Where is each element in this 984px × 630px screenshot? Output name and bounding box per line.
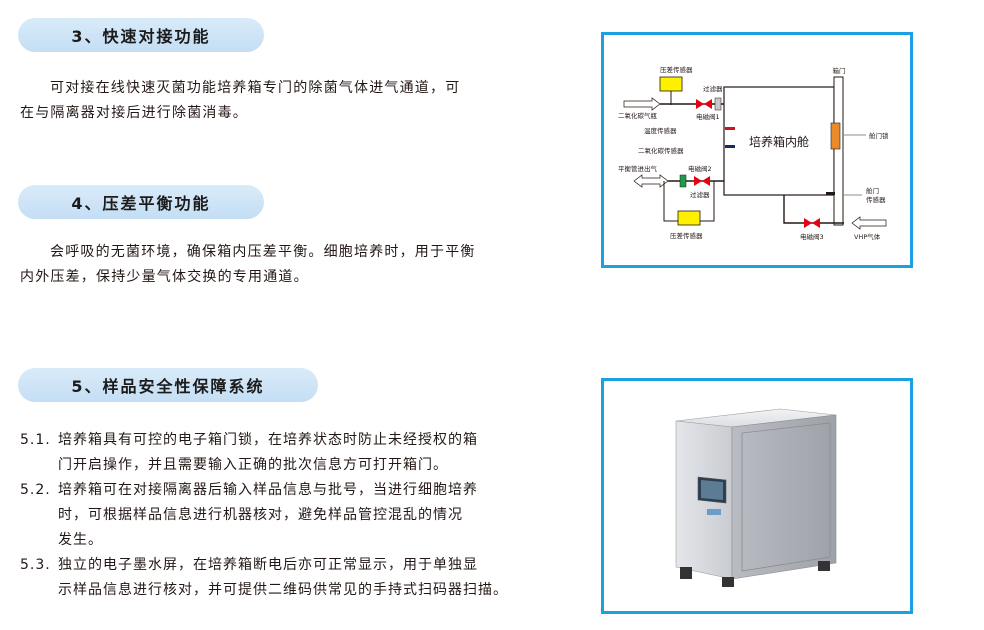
pressure-sensor-top-label: 压差传感器	[660, 65, 693, 74]
list-item: 5.3. 独立的电子墨水屏，在培养箱断电后亦可正常显示，用于单独显 示样品信息进…	[20, 553, 570, 603]
product-photo-frame	[601, 378, 913, 614]
foot-back-right	[818, 561, 830, 571]
pressure-sensor-bottom-label: 压差传感器	[670, 231, 703, 240]
status-label-icon	[707, 509, 721, 515]
door-lock-label: 舱门锁	[869, 131, 889, 140]
section-3-paragraph: 可对接在线快速灭菌功能培养箱专门的除菌气体进气通道，可 在与隔离器对接后进行除菌…	[20, 76, 570, 126]
door-lock-icon	[830, 122, 841, 150]
filter-bottom-label: 过滤器	[690, 190, 710, 199]
balance-pipe-arrow-icon	[633, 174, 669, 188]
incubator-door-seam	[741, 422, 831, 572]
temp-sensor-label: 温度传感器	[644, 126, 677, 135]
valve-3-icon	[804, 218, 820, 228]
foot-front-left	[680, 567, 692, 579]
incubator-side	[731, 414, 837, 580]
list-item-number: 5.3.	[20, 557, 51, 573]
section-3-line-2: 在与隔离器对接后进行除菌消毒。	[20, 105, 248, 121]
section-5-title: 5、样品安全性保障系统	[18, 368, 318, 402]
co2-bottle-label: 二氧化碳气瓶	[618, 111, 658, 120]
foot-front-right	[722, 577, 734, 587]
list-item-number: 5.2.	[20, 482, 51, 498]
valve-2-label: 电磁阀2	[688, 164, 712, 173]
balance-pipe-label: 平衡管进出气	[618, 164, 658, 173]
list-item-number: 5.1.	[20, 432, 51, 448]
list-item-text: 培养箱具有可控的电子箱门锁，在培养状态时防止未经授权的箱 门开启操作，并且需要输…	[58, 428, 570, 478]
list-item-line: 示样品信息进行核对，并可提供二维码供常见的手持式扫码器扫描。	[58, 582, 508, 598]
co2-sensor-label: 二氧化碳传感器	[638, 146, 684, 155]
chamber-box	[723, 86, 835, 196]
co2-sensor-icon	[725, 145, 735, 148]
section-3-title: 3、快速对接功能	[18, 18, 264, 52]
section-3-line-1: 可对接在线快速灭菌功能培养箱专门的除菌气体进气通道，可	[50, 80, 461, 96]
co2-inlet-arrow-icon	[623, 97, 661, 111]
door-label: 箱门	[833, 66, 846, 75]
pressure-sensor-bottom-icon	[677, 210, 701, 226]
vhp-label: VHP气体	[854, 232, 881, 241]
chamber-label: 培养箱内舱	[749, 134, 809, 149]
list-item-line: 时，可根据样品信息进行机器核对，避免样品管控混乱的情况	[58, 507, 463, 523]
list-item-line: 培养箱具有可控的电子箱门锁，在培养状态时防止未经授权的箱	[58, 432, 478, 448]
valve-1-icon	[696, 99, 712, 109]
section-4-line-2: 内外压差，保持少量气体交换的专用通道。	[20, 269, 309, 285]
filter-top-icon	[714, 97, 722, 111]
list-item: 5.1. 培养箱具有可控的电子箱门锁，在培养状态时防止未经授权的箱 门开启操作，…	[20, 428, 570, 478]
valve-3-label: 电磁阀3	[800, 232, 824, 241]
section-4-title: 4、压差平衡功能	[18, 185, 264, 219]
airflow-diagram: 培养箱内舱 箱门 舱门锁 舱门 传感器 压差传感器 二氧化碳气瓶 电磁阀1 过滤…	[618, 65, 889, 241]
e-ink-screen-display	[701, 480, 723, 500]
door-sensor-label-1: 舱门	[866, 186, 879, 195]
door	[833, 76, 844, 226]
airflow-diagram-frame: 培养箱内舱 箱门 舱门锁 舱门 传感器 压差传感器 二氧化碳气瓶 电磁阀1 过滤…	[601, 32, 913, 268]
incubator-photo	[675, 408, 837, 587]
pressure-sensor-top-icon	[659, 76, 683, 92]
section-4-line-1: 会呼吸的无菌环境，确保箱内压差平衡。细胞培养时，用于平衡	[50, 244, 476, 260]
section-4-paragraph: 会呼吸的无菌环境，确保箱内压差平衡。细胞培养时，用于平衡 内外压差，保持少量气体…	[20, 240, 570, 290]
list-item-line: 发生。	[58, 532, 103, 548]
valve-1-label: 电磁阀1	[696, 112, 720, 121]
filter-top-label: 过滤器	[703, 84, 723, 93]
list-item: 5.2. 培养箱可在对接隔离器后输入样品信息与批号，当进行细胞培养 时，可根据样…	[20, 478, 570, 553]
list-item-text: 培养箱可在对接隔离器后输入样品信息与批号，当进行细胞培养 时，可根据样品信息进行…	[58, 478, 570, 553]
valve-2-icon	[694, 176, 710, 186]
list-item-line: 独立的电子墨水屏，在培养箱断电后亦可正常显示，用于单独显	[58, 557, 478, 573]
section-5-list: 5.1. 培养箱具有可控的电子箱门锁，在培养状态时防止未经授权的箱 门开启操作，…	[20, 428, 570, 603]
door-sensor-label-2: 传感器	[866, 195, 886, 204]
vhp-arrow-icon	[851, 216, 887, 230]
temp-sensor-icon	[725, 127, 735, 130]
filter-bottom-icon	[679, 174, 687, 188]
list-item-line: 门开启操作，并且需要输入正确的批次信息方可打开箱门。	[58, 457, 448, 473]
door-sensor-icon	[826, 192, 835, 195]
list-item-text: 独立的电子墨水屏，在培养箱断电后亦可正常显示，用于单独显 示样品信息进行核对，并…	[58, 553, 570, 603]
vhp-pipe	[783, 195, 844, 224]
list-item-line: 培养箱可在对接隔离器后输入样品信息与批号，当进行细胞培养	[58, 482, 478, 498]
